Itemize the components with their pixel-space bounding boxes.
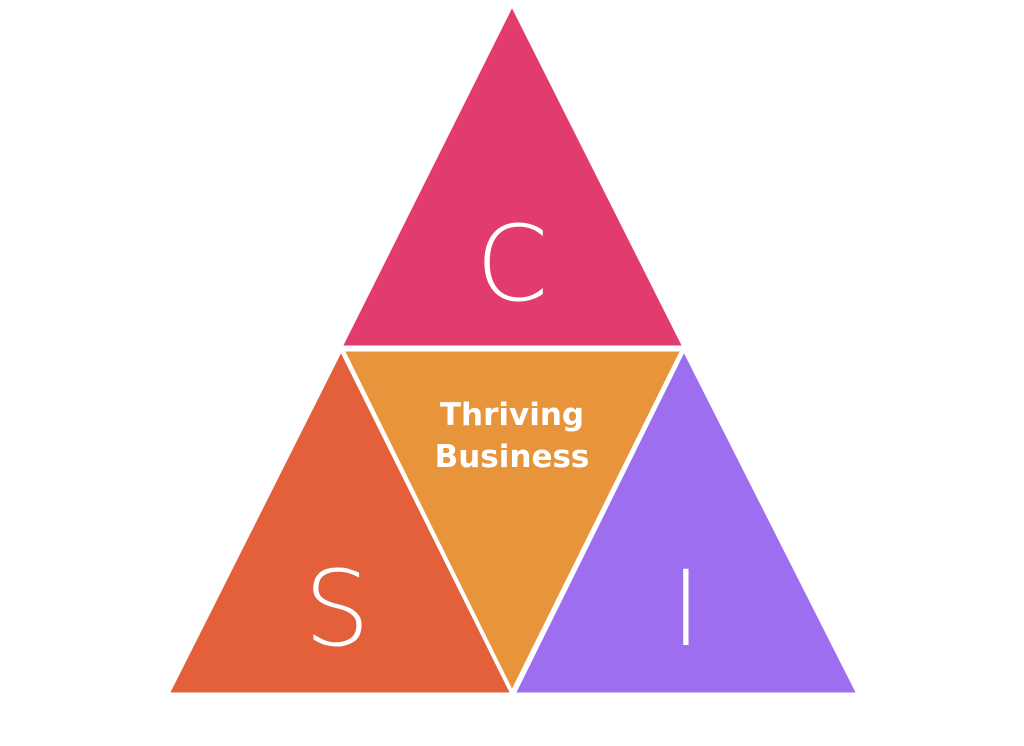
left-label: S: [304, 548, 370, 670]
right-label: I: [671, 548, 702, 670]
center-label-line1: Thriving: [440, 397, 584, 433]
right-triangle: [512, 348, 860, 696]
top-triangle: [339, 3, 686, 349]
center-label-line2: Business: [435, 439, 590, 475]
center-triangle: [341, 348, 684, 694]
top-label: C: [476, 203, 549, 325]
